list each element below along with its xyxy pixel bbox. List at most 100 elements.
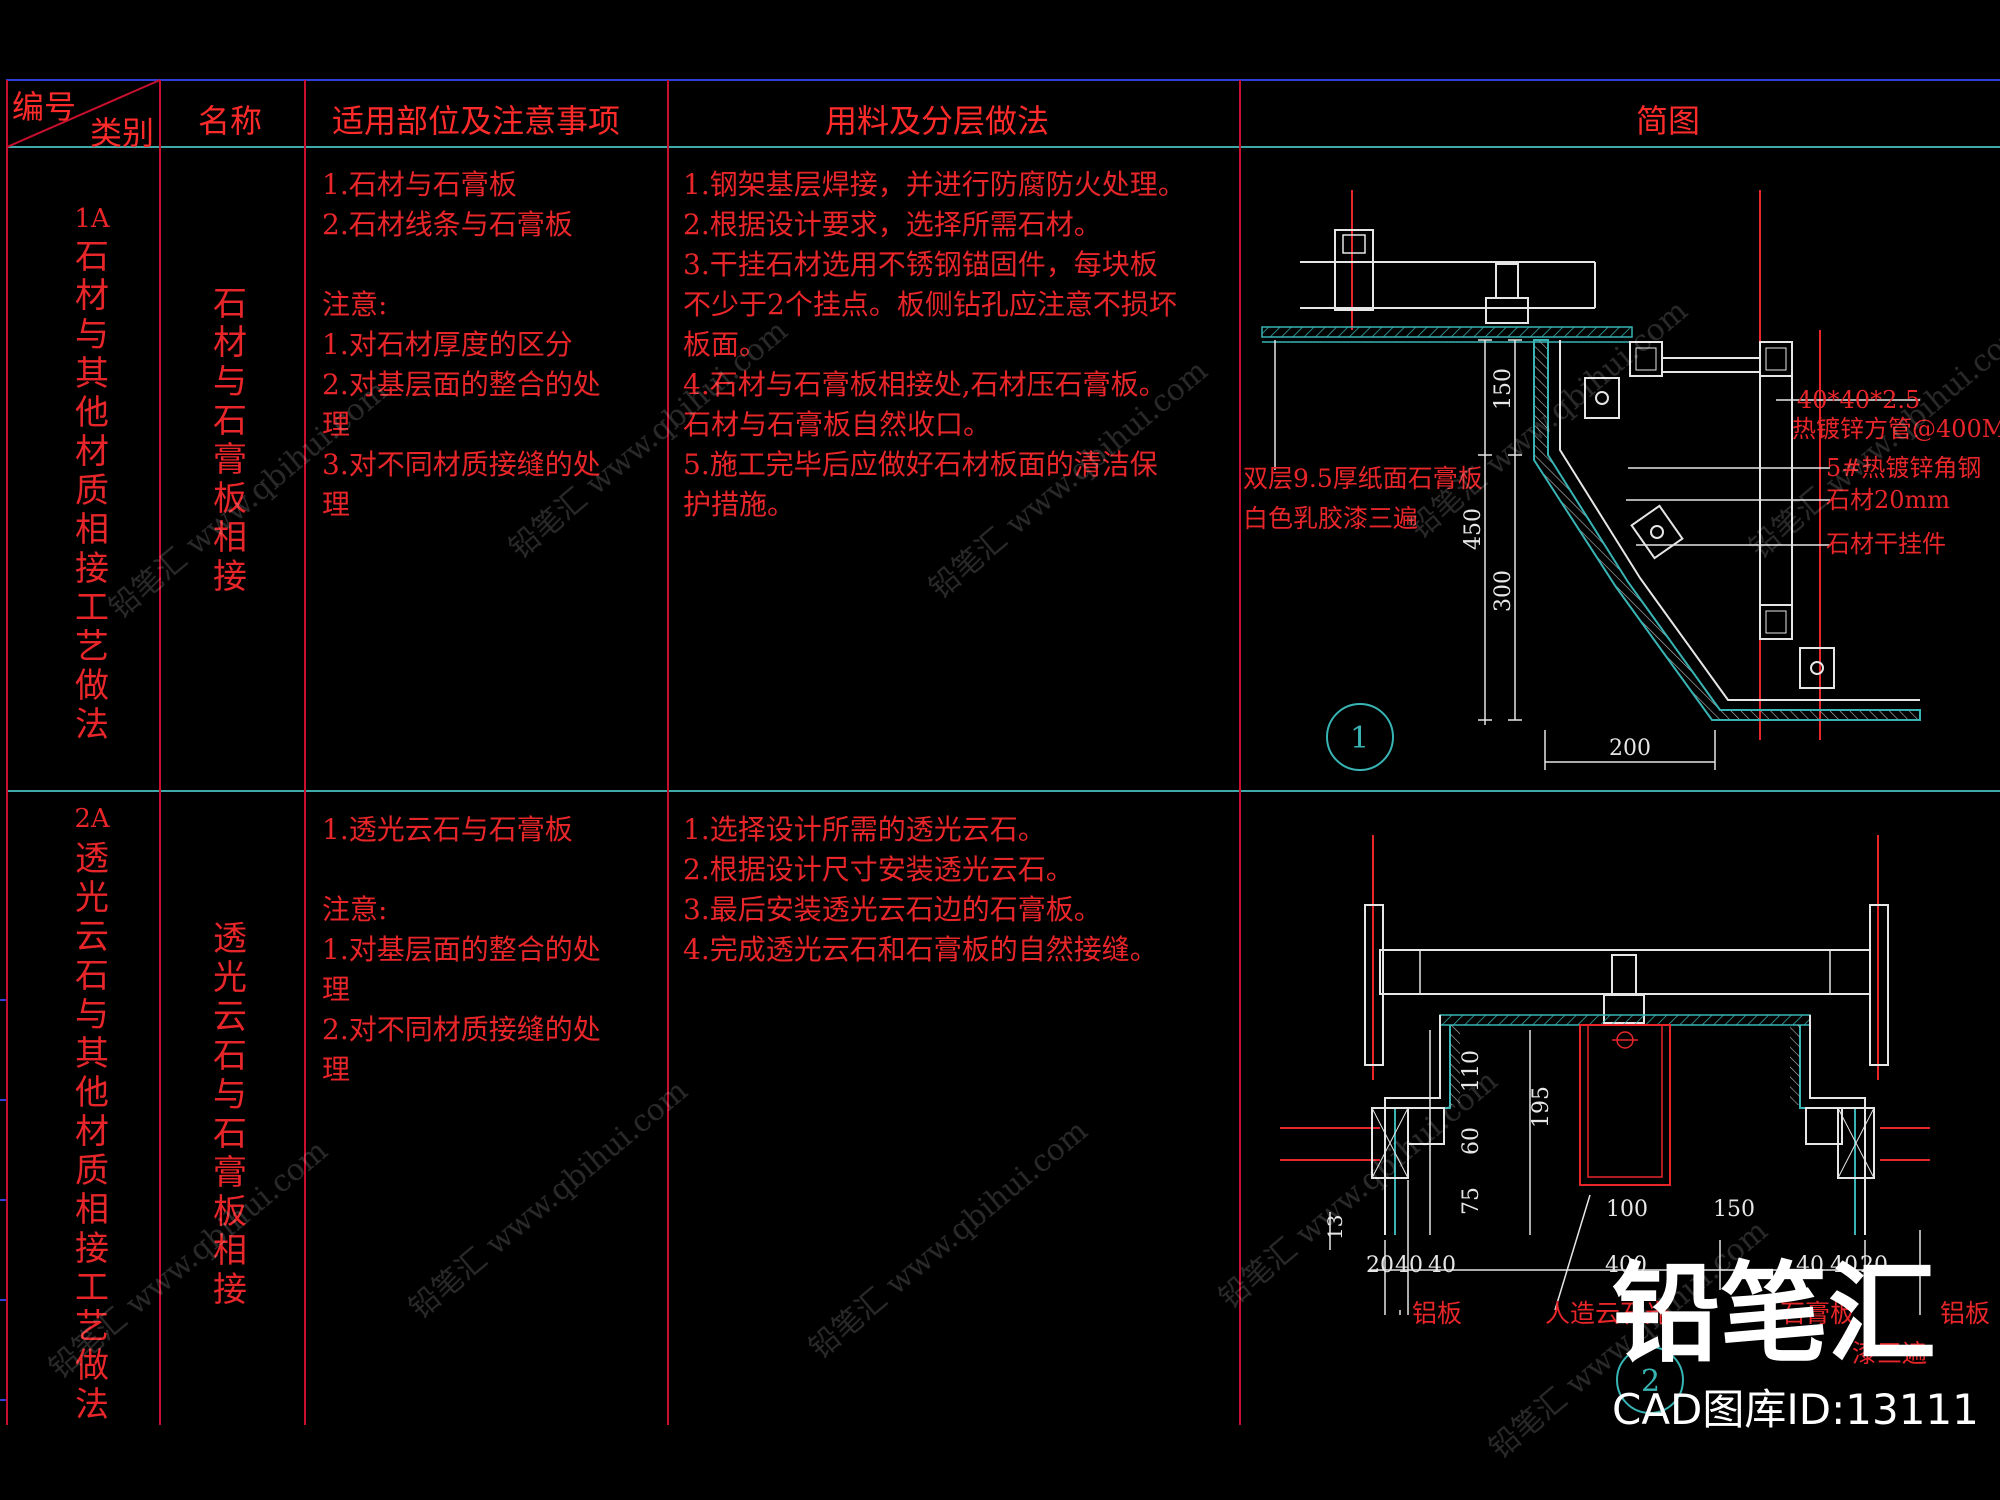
header-applicable: 适用部位及注意事项 — [332, 102, 621, 140]
row2-name-char: 与 — [213, 1075, 247, 1115]
row1-name-char: 石 — [213, 284, 247, 324]
row1-category-char: 接 — [75, 549, 109, 589]
row1-applicable-line: 3.对不同材质接缝的处 — [322, 448, 601, 481]
row2-category-char: 光 — [75, 878, 109, 918]
row1-category-char: 相 — [75, 510, 109, 550]
row1-applicable-line: 1.对石材厚度的区分 — [322, 328, 573, 361]
row1-method-line: 4.石材与石膏板相接处,石材压石膏板。 — [683, 368, 1167, 401]
row2-name-char: 石 — [213, 1036, 247, 1076]
row1-category-char: 他 — [75, 393, 109, 433]
row2-id: 2A — [74, 804, 110, 834]
row2-name-char: 相 — [213, 1231, 247, 1271]
header-category-label: 类别 — [90, 114, 155, 152]
row1-category-char: 材 — [75, 276, 109, 316]
header-method: 用料及分层做法 — [825, 102, 1050, 140]
row1-method-line: 石材与石膏板自然收口。 — [683, 408, 992, 441]
row2-method-line: 1.选择设计所需的透光云石。 — [683, 813, 1046, 846]
row2-category: 透光云石与其他材质相接工艺做法 — [67, 840, 117, 1425]
row1-category-char: 做 — [75, 666, 109, 706]
row2-category-char: 石 — [75, 956, 109, 996]
row2-name: 透光云石与石膏板相接 — [205, 920, 255, 1310]
brand-watermark: 铅笔汇 — [1612, 1252, 1937, 1377]
row1-name-char: 材 — [213, 323, 247, 363]
row1-id-category: 1A — [67, 200, 117, 239]
row2-applicable-line — [322, 850, 601, 890]
row2-category-char: 艺 — [75, 1307, 109, 1347]
row1-id: 1A — [74, 204, 110, 234]
row2-applicable-line: 理 — [322, 1053, 351, 1086]
row1-name-char: 接 — [213, 557, 247, 597]
header-id-label: 编号 — [12, 88, 77, 126]
row1-category-char: 其 — [75, 354, 109, 394]
row2-applicable-line: 1.对基层面的整合的处 — [322, 933, 601, 966]
row1-category-char: 质 — [75, 471, 109, 511]
row2-category-char: 相 — [75, 1190, 109, 1230]
row2-method-line: 3.最后安装透光云石边的石膏板。 — [683, 893, 1102, 926]
left-edge-ticks — [0, 999, 6, 1401]
row2-name-char: 云 — [213, 997, 247, 1037]
row1-name-char: 板 — [213, 479, 247, 519]
row2-name-char: 透 — [213, 919, 247, 959]
row1-method-line: 板面。 — [683, 328, 768, 361]
row2-category-char: 工 — [75, 1268, 109, 1308]
row1-name-char: 与 — [213, 362, 247, 402]
row2-name-char: 光 — [213, 958, 247, 998]
row2-category-char: 接 — [75, 1229, 109, 1269]
row1-method-line: 护措施。 — [683, 488, 796, 521]
row1-method-line: 2.根据设计要求，选择所需石材。 — [683, 208, 1102, 241]
header-name: 名称 — [198, 102, 263, 140]
row2-name-char: 板 — [213, 1192, 247, 1232]
row2-category-char: 其 — [75, 1034, 109, 1074]
row1-method-line: 3.干挂石材选用不锈钢锚固件，每块板 — [683, 248, 1158, 281]
row2-applicable-line: 注意: — [322, 893, 388, 926]
row2-applicable: 1.透光云石与石膏板 注意: 1.对基层面的整合的处理 2.对不同材质接缝的处理 — [322, 810, 601, 1090]
row1-name: 石材与石膏板相接 — [205, 285, 255, 597]
row2-name-char: 接 — [213, 1270, 247, 1310]
row1-applicable-line: 2.对基层面的整合的处 — [322, 368, 601, 401]
header-diagram: 简图 — [1636, 102, 1701, 140]
detail-2-drawing — [1280, 835, 1930, 1414]
row2-category-char: 云 — [75, 917, 109, 957]
row2-category-char: 做 — [75, 1346, 109, 1386]
row1-category-char: 材 — [75, 432, 109, 472]
row1-name-char: 相 — [213, 518, 247, 558]
row1-method-line: 5.施工完毕后应做好石材板面的清洁保 — [683, 448, 1158, 481]
row2-method-line: 4.完成透光云石和石膏板的自然接缝。 — [683, 933, 1158, 966]
header-diagonal — [6, 79, 161, 148]
row1-category-char: 法 — [75, 705, 109, 745]
row2-category-char: 法 — [75, 1385, 109, 1425]
row1-method: 1.钢架基层焊接，并进行防腐防火处理。 2.根据设计要求，选择所需石材。 3.干挂石… — [683, 165, 1186, 525]
row1-category-char: 工 — [75, 588, 109, 628]
row2-applicable-line: 理 — [322, 973, 351, 1006]
row1-method-line: 1.钢架基层焊接，并进行防腐防火处理。 — [683, 168, 1186, 201]
row2-name-char: 膏 — [213, 1153, 247, 1193]
row2-category-char: 材 — [75, 1112, 109, 1152]
row1-applicable-line: 理 — [322, 408, 351, 441]
row1-applicable-line: 1.石材与石膏板 — [322, 168, 517, 201]
cad-id-watermark: CAD图库ID:13111 — [1612, 1385, 1979, 1434]
row1-name-char: 膏 — [213, 440, 247, 480]
row1-name-char: 石 — [213, 401, 247, 441]
row2-method: 1.选择设计所需的透光云石。 2.根据设计尺寸安装透光云石。 3.最后安装透光云石边… — [683, 810, 1158, 970]
row2-category-char: 质 — [75, 1151, 109, 1191]
row1-applicable: 1.石材与石膏板 2.石材线条与石膏板 注意: 1.对石材厚度的区分 2.对基层面的整… — [322, 165, 601, 525]
row1-method-line: 不少于2个挂点。板侧钻孔应注意不损坏 — [683, 288, 1177, 321]
row1-category-char: 石 — [75, 237, 109, 277]
row2-method-line: 2.根据设计尺寸安装透光云石。 — [683, 853, 1074, 886]
row2-applicable-line: 1.透光云石与石膏板 — [322, 813, 573, 846]
row1-category-char: 艺 — [75, 627, 109, 667]
row1-applicable-line: 2.石材线条与石膏板 — [322, 208, 573, 241]
row2-category-char: 透 — [75, 839, 109, 879]
row2-name-char: 石 — [213, 1114, 247, 1154]
row2-applicable-line: 2.对不同材质接缝的处 — [322, 1013, 601, 1046]
row2-category-char: 与 — [75, 995, 109, 1035]
row1-applicable-line — [322, 245, 601, 285]
row1-category: 石材与其他材质相接工艺做法 — [67, 238, 117, 745]
row2-id-category: 2A — [67, 800, 117, 839]
row1-applicable-line: 理 — [322, 488, 351, 521]
row1-category-char: 与 — [75, 315, 109, 355]
detail-1-drawing — [1261, 190, 1921, 771]
row1-applicable-line: 注意: — [322, 288, 388, 321]
